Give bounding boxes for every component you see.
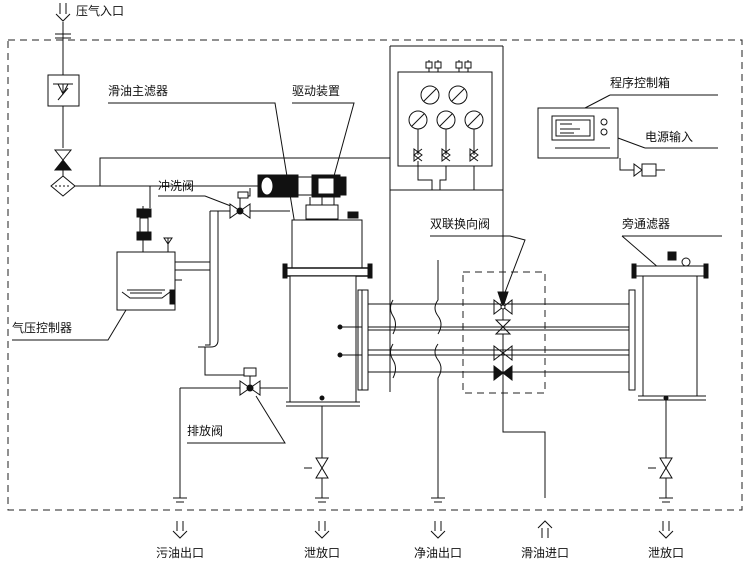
bypass-filter-body xyxy=(628,251,709,401)
drain-valve-symbol xyxy=(239,367,261,396)
main-filter-body xyxy=(282,219,373,407)
drain-valve-label: 排放阀 xyxy=(187,423,223,438)
bypass-drain-valve xyxy=(648,457,673,479)
dual-changeover-valve-leader xyxy=(430,235,526,296)
power-input-plug xyxy=(619,158,665,177)
system-boundary xyxy=(7,39,743,511)
program-control-box xyxy=(537,107,619,159)
outlet-arrow-icon xyxy=(314,521,330,539)
dual-changeover-valve-label: 双联换向阀 xyxy=(430,216,490,231)
outlet-arrow-icon xyxy=(172,521,188,539)
main-pipes xyxy=(337,260,655,503)
power-input-leader xyxy=(617,137,718,149)
air-pressure-controller-leader xyxy=(12,309,127,341)
inlet-arrow-icon xyxy=(537,520,553,538)
drain-valve-leader xyxy=(187,395,286,444)
main-filter-drain-valve xyxy=(304,457,329,479)
flush-valve-label: 冲洗阀 xyxy=(158,178,194,193)
drive-device-label: 驱动装置 xyxy=(292,84,340,98)
main-filter-label: 滑油主滤器 xyxy=(108,84,168,98)
drive-device-leader xyxy=(292,102,355,177)
port-label: 泄放口 xyxy=(304,545,340,560)
air-inlet-label: 压气入口 xyxy=(76,3,124,18)
outlet-arrow-icon xyxy=(658,521,674,539)
program-control-box-leader xyxy=(584,94,718,109)
flush-valve-symbol xyxy=(229,188,251,219)
port-label: 净油出口 xyxy=(414,546,462,560)
air-inlet-arrow xyxy=(55,3,71,22)
port-label: 滑油进口 xyxy=(521,546,569,560)
port-4: 滑油进口 xyxy=(521,520,569,560)
port-label: 污油出口 xyxy=(156,546,204,560)
pressure-regulator xyxy=(47,74,80,107)
port-2: 泄放口 xyxy=(304,521,340,560)
pressure-gauge-panel xyxy=(389,45,504,392)
outlet-arrow-icon xyxy=(430,521,446,539)
main-filter-leader xyxy=(108,102,296,226)
port-1: 污油出口 xyxy=(156,521,204,560)
air-pressure-controller-tank xyxy=(116,206,210,311)
bypass-filter-label: 旁通滤器 xyxy=(622,216,670,231)
inlet-check-valve xyxy=(53,149,73,171)
bottom-ports: 污油出口 泄放口 净油出口 滑油进口 泄放口 xyxy=(156,520,684,560)
changeover-valve-frame xyxy=(462,271,546,394)
program-control-box-label: 程序控制箱 xyxy=(610,75,670,90)
port-5: 泄放口 xyxy=(648,521,684,560)
port-3: 净油出口 xyxy=(414,521,462,560)
power-input-label: 电源输入 xyxy=(645,129,693,144)
air-inlet-line xyxy=(55,22,71,75)
main-filter-flanges xyxy=(361,289,369,391)
air-pressure-controller-label: 气压控制器 xyxy=(12,320,72,335)
air-filter-diamond xyxy=(50,175,76,197)
changeover-valve-group xyxy=(493,275,546,498)
port-label: 泄放口 xyxy=(648,545,684,560)
drive-device xyxy=(257,174,359,220)
